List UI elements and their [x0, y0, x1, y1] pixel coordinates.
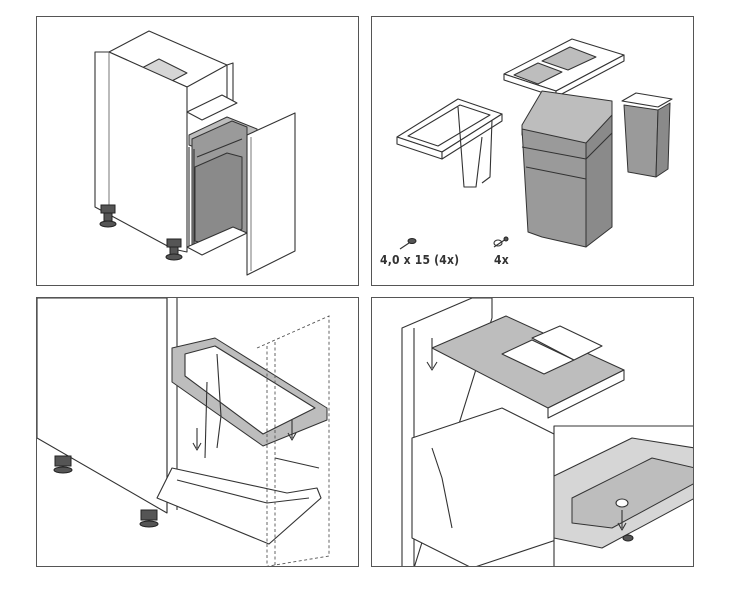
bin-lid — [431, 315, 625, 419]
large-waste-bin — [521, 90, 613, 248]
down-arrow-icon — [426, 338, 438, 371]
mount-frame-illustration — [37, 298, 330, 566]
panel-step-4-lid-detail — [371, 297, 694, 567]
pin-icon — [493, 236, 509, 248]
bin-lid — [503, 38, 625, 98]
panel-step-2-parts: 4,0 x 15 (4x) 4x — [371, 16, 694, 286]
cabinet-foot-right — [165, 238, 183, 261]
pullout-frame — [171, 337, 328, 459]
screw-quantity-label: 4,0 x 15 (4x) — [380, 253, 460, 267]
drawer-front-panel — [246, 112, 296, 276]
down-arrow-icon — [192, 428, 202, 451]
bottom-runner — [156, 467, 322, 545]
detail-inset — [553, 425, 693, 566]
panel-step-3-mount-frame — [36, 297, 359, 567]
small-waste-bin — [621, 92, 673, 178]
cabinet-foot-right — [139, 509, 159, 528]
screw-icon — [399, 238, 417, 250]
cabinet-foot-left — [99, 204, 117, 228]
cabinet-foot-left — [53, 455, 73, 474]
parts-illustration — [396, 38, 673, 250]
lid-placement-illustration — [401, 298, 693, 566]
pullout-rail-frame — [396, 98, 503, 188]
pullout-frame — [411, 407, 563, 566]
pin-quantity-label: 4x — [494, 253, 509, 267]
cabinet-side-panel — [37, 298, 168, 514]
rod — [274, 457, 320, 469]
panel-step-1-assembled-cabinet — [36, 16, 359, 286]
down-arrow-icon — [287, 420, 297, 441]
assembled-cabinet-illustration — [94, 30, 296, 276]
